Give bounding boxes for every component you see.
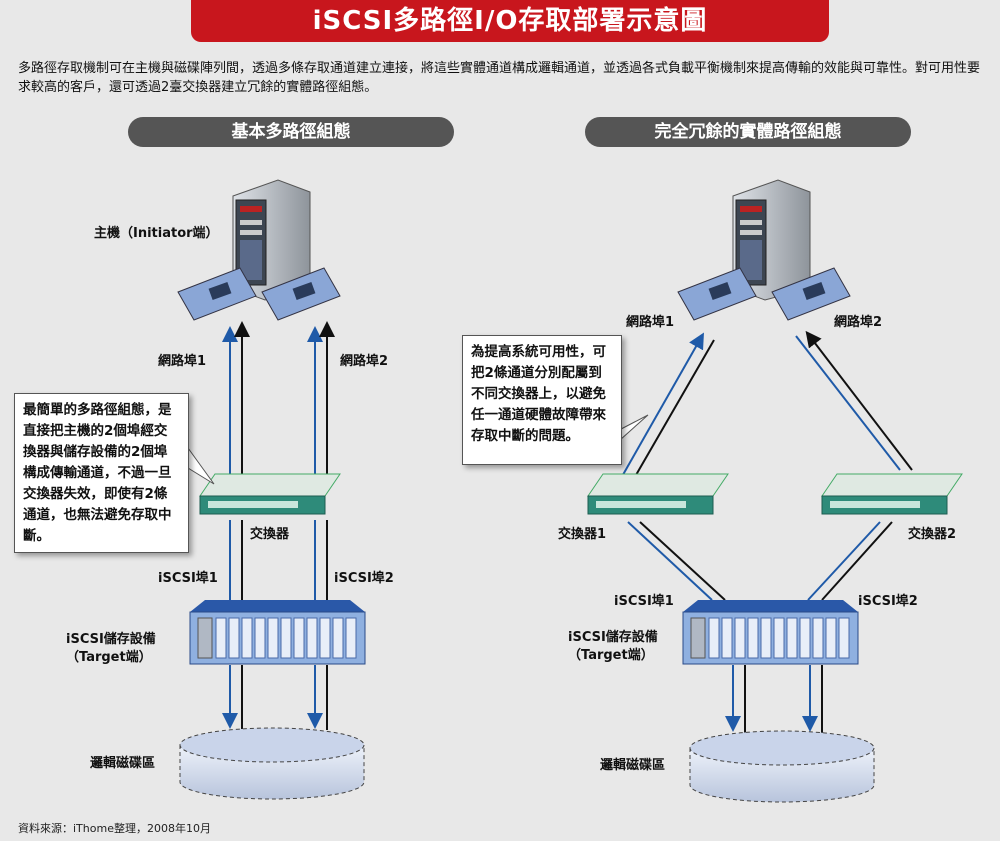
left-nic1-icon (177, 267, 257, 321)
right-switch1-label: 交換器1 (558, 527, 607, 542)
right-switch2-icon (821, 473, 963, 515)
left-iscsi2-label: iSCSI埠2 (334, 571, 394, 586)
right-callout: 為提高系統可用性，可把2條通道分別配屬到不同交換器上，以避免任一通道硬體故障帶來… (462, 335, 622, 465)
left-disk-icon (179, 727, 365, 800)
left-target-label: （Target端） (66, 650, 152, 665)
right-iscsi1-label: iSCSI埠1 (614, 594, 674, 609)
left-host-server-icon (232, 179, 311, 301)
left-disk-label: 邏輯磁碟區 (90, 756, 156, 771)
intro-text: 多路徑存取機制可在主機與磁碟陣列間，透過多條存取通道建立連接，將這些實體通道構成… (18, 61, 981, 95)
right-switch1-icon (587, 473, 729, 515)
left-iscsi1-label: iSCSI埠1 (158, 571, 218, 586)
left-host-label: 主機（Initiator端） (94, 226, 219, 241)
right-iscsi2-label: iSCSI埠2 (858, 594, 918, 609)
right-nic2-icon (771, 267, 851, 321)
diagram-title: iSCSI多路徑I/O存取部署示意圖 (191, 0, 829, 42)
right-disk-icon (689, 730, 875, 803)
right-nic1-icon (677, 267, 757, 321)
left-nic1-label: 網路埠1 (158, 354, 207, 369)
right-heading: 完全冗餘的實體路徑組態 (585, 117, 911, 147)
right-switch2-label: 交換器2 (908, 527, 957, 542)
left-switch-label: 交換器 (250, 527, 290, 542)
left-nic2-icon (261, 267, 341, 321)
right-storage-label: iSCSI儲存設備 (568, 630, 658, 645)
right-storage-icon (682, 600, 859, 665)
right-nic2-label: 網路埠2 (834, 315, 883, 330)
left-heading: 基本多路徑組態 (128, 117, 454, 147)
right-disk-label: 邏輯磁碟區 (600, 758, 666, 773)
left-nic2-label: 網路埠2 (340, 354, 389, 369)
left-callout-pointer (187, 446, 215, 485)
source-note: 資料來源：iThome整理，2008年10月 (18, 822, 211, 835)
left-storage-icon (189, 600, 366, 665)
right-path-lines (619, 330, 913, 735)
left-path-lines (222, 321, 335, 730)
left-callout: 最簡單的多路徑組態，是直接把主機的2個埠經交換器與儲存設備的2個埠構成傳輸通道，… (14, 393, 189, 553)
left-storage-label: iSCSI儲存設備 (66, 632, 156, 647)
right-target-label: （Target端） (568, 648, 654, 663)
left-switch-icon (199, 473, 341, 515)
right-nic1-label: 網路埠1 (626, 315, 675, 330)
